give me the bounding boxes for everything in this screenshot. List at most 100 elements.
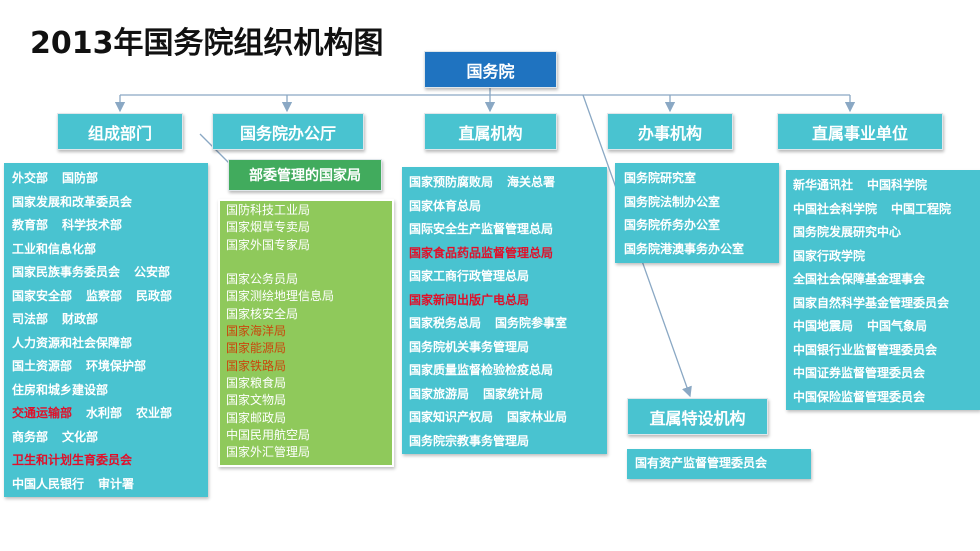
list-item: 新华通讯社中国科学院: [793, 174, 980, 198]
org-name: 国防部: [62, 171, 99, 185]
header-buwei-guojiaju: 部委管理的国家局: [228, 159, 382, 191]
list-item: 商务部文化部: [12, 426, 208, 450]
list-item: 国防科技工业局: [226, 202, 392, 219]
panel-banshi-jigou: 国务院研究室国务院法制办公室国务院侨务办公室国务院港澳事务办公室: [615, 163, 779, 263]
org-name: 中国银行业监督管理委员会: [793, 342, 938, 357]
list-item: 国家行政学院: [793, 245, 980, 269]
org-name: 国务院参事室: [495, 316, 568, 330]
list-item: 国家工商行政管理总局: [409, 265, 607, 289]
org-name: 中国地震局: [793, 319, 854, 333]
panel-zhishu-teshe: 国有资产监督管理委员会: [627, 449, 811, 479]
list-item: 国家民族事务委员会公安部: [12, 261, 208, 285]
org-name: 中国工程院: [891, 201, 952, 216]
org-name: 中国社会科学院: [793, 201, 878, 216]
header-label: 直属特设机构: [649, 408, 746, 428]
org-name: 工业和信息化部: [12, 241, 97, 256]
org-name: 财政部: [62, 312, 99, 326]
org-name: 国家铁路局: [226, 358, 287, 373]
root-node-label: 国务院: [466, 61, 515, 81]
list-item: 国家烟草专卖局: [226, 219, 392, 236]
list-item: 国家旅游局国家统计局: [409, 383, 607, 407]
org-name: 国家旅游局: [409, 386, 470, 401]
list-item: 国有资产监督管理委员会: [635, 452, 811, 476]
list-item: 国土资源部环境保护部: [12, 355, 208, 379]
org-name: 国家知识产权局: [409, 410, 494, 424]
org-name: 国家海洋局: [226, 324, 287, 339]
list-item: 国家外国专家局: [226, 237, 392, 254]
org-name: 国家体育总局: [409, 198, 482, 213]
org-name: 国防科技工业局: [226, 203, 311, 217]
org-name: 监察部: [86, 288, 123, 303]
org-name: 中国人民银行: [12, 476, 85, 491]
org-name: 住房和城乡建设部: [12, 382, 109, 397]
org-name: 卫生和计划生育委员会: [12, 453, 133, 467]
list-item: 住房和城乡建设部: [12, 379, 208, 403]
list-item: 国务院侨务办公室: [624, 214, 779, 238]
list-item: 国家邮政局: [226, 410, 392, 427]
org-name: 全国社会保障基金理事会: [793, 272, 926, 286]
list-item: 国务院发展研究中心: [793, 221, 980, 245]
list-item: 国家外汇管理局: [226, 444, 392, 461]
org-name: 人力资源和社会保障部: [12, 335, 133, 350]
org-name: 国家粮食局: [226, 375, 287, 390]
org-name: 国务院宗教事务管理局: [409, 433, 530, 448]
org-name: 海关总署: [507, 175, 556, 189]
list-item: 国际安全生产监督管理总局: [409, 218, 607, 242]
org-name: 国家外汇管理局: [226, 445, 311, 460]
org-name: 国家发展和改革委员会: [12, 194, 133, 209]
list-item: 中国社会科学院中国工程院: [793, 198, 980, 222]
panel-zhishu-shiye: 新华通讯社中国科学院中国社会科学院中国工程院国务院发展研究中心国家行政学院全国社…: [786, 170, 980, 410]
org-name: 水利部: [86, 406, 123, 420]
org-name: 国家烟草专卖局: [226, 220, 311, 235]
org-name: 国家统计局: [483, 386, 544, 401]
org-name: 国家测绘地理信息局: [226, 289, 335, 304]
org-name: 公安部: [134, 265, 171, 279]
org-name: 国际安全生产监督管理总局: [409, 222, 554, 236]
list-item: 国家核安全局: [226, 306, 392, 323]
org-name: 科学技术部: [62, 218, 123, 232]
list-item: 国家公务员局: [226, 271, 392, 288]
org-name: 国家林业局: [507, 410, 568, 424]
org-name: 国家质量监督检验检疫总局: [409, 363, 554, 377]
header-zhishu-jigou: 直属机构: [424, 113, 557, 150]
panel-zhishu-jigou: 国家预防腐败局海关总署国家体育总局国际安全生产监督管理总局国家食品药品监督管理总…: [402, 167, 607, 454]
list-item: 外交部国防部: [12, 167, 208, 191]
org-name: 国家公务员局: [226, 272, 299, 287]
list-item: 司法部财政部: [12, 308, 208, 332]
header-zhishu-teshe: 直属特设机构: [627, 398, 768, 435]
list-item: 国家知识产权局国家林业局: [409, 406, 607, 430]
org-name: 新华通讯社: [793, 178, 854, 192]
org-name: 国务院法制办公室: [624, 194, 721, 209]
header-label: 直属机构: [458, 123, 523, 143]
org-name: 国家预防腐败局: [409, 175, 494, 189]
org-name: 国务院侨务办公室: [624, 218, 721, 232]
list-item: 国务院港澳事务办公室: [624, 238, 779, 262]
header-label: 组成部门: [87, 123, 152, 143]
org-name: 国务院发展研究中心: [793, 225, 902, 239]
org-name: 国有资产监督管理委员会: [635, 456, 768, 470]
org-name: 国家民族事务委员会: [12, 265, 121, 279]
header-label: 部委管理的国家局: [249, 168, 361, 184]
org-name: 国家税务总局: [409, 316, 482, 330]
org-name: 中国保险监督管理委员会: [793, 389, 926, 404]
list-item: 人力资源和社会保障部: [12, 332, 208, 356]
header-bangongting: 国务院办公厅: [212, 113, 364, 150]
org-name: 中国科学院: [867, 178, 928, 192]
org-name: 教育部: [12, 218, 49, 232]
org-name: 外交部: [12, 171, 49, 185]
org-name: 司法部: [12, 312, 49, 326]
org-name: 环境保护部: [86, 359, 147, 373]
org-name: 中国民用航空局: [226, 427, 311, 442]
header-label: 直属事业单位: [811, 123, 908, 143]
panel-buwei-guojiaju: 国防科技工业局国家烟草专卖局国家外国专家局国家公务员局国家测绘地理信息局国家核安…: [218, 199, 394, 467]
org-name: 国家安全部: [12, 288, 73, 303]
org-name: 国家行政学院: [793, 248, 866, 263]
list-item: [226, 254, 392, 271]
org-name: 农业部: [136, 406, 173, 420]
list-item: 中国地震局中国气象局: [793, 315, 980, 339]
root-node-guowuyuan: 国务院: [424, 51, 557, 88]
org-name: 国务院研究室: [624, 171, 697, 185]
header-banshi-jigou: 办事机构: [607, 113, 733, 150]
list-item: 国家能源局: [226, 340, 392, 357]
list-item: 国家安全部监察部民政部: [12, 285, 208, 309]
